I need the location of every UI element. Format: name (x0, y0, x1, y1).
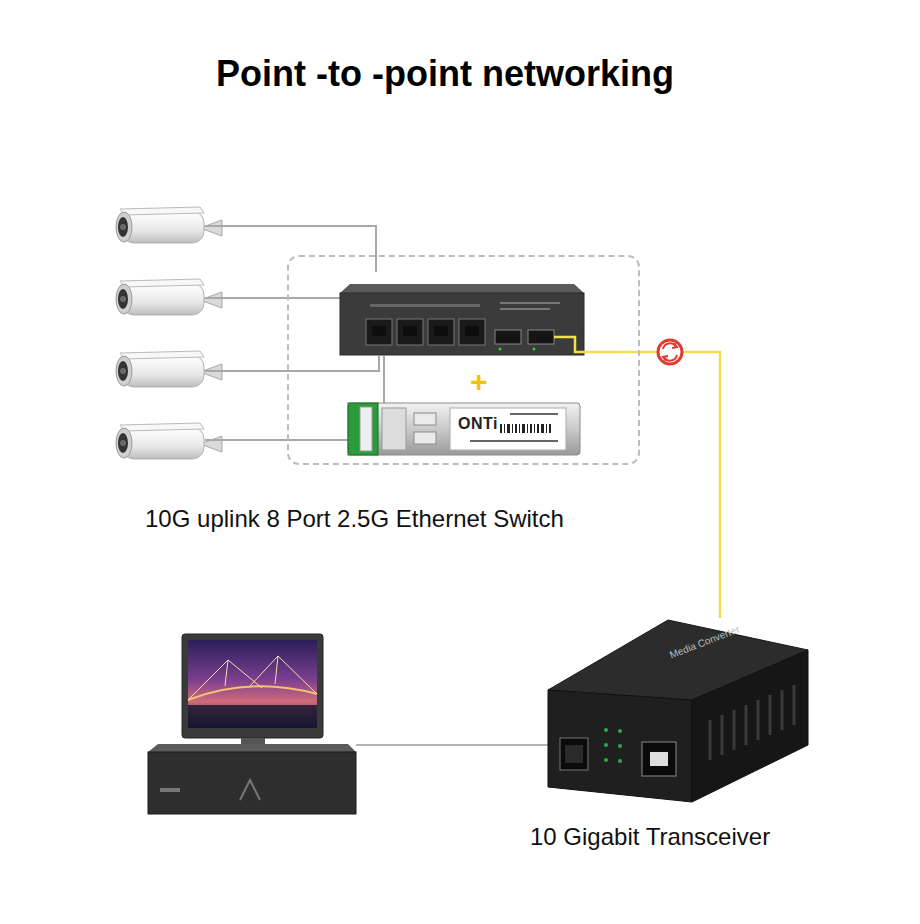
water (188, 705, 317, 728)
camera-wire (205, 356, 379, 371)
port-inner (465, 326, 479, 336)
sfp-slot-inner (565, 745, 583, 763)
port-inner (372, 326, 386, 336)
vents (710, 685, 794, 760)
sfp-latch (348, 403, 378, 455)
switch-front (340, 293, 584, 355)
rj45-port (397, 319, 423, 345)
camera-wire (205, 297, 342, 299)
monitor-frame (182, 634, 323, 738)
panel-print (500, 302, 560, 304)
sfp-port (528, 330, 554, 344)
group-label: 10G uplink 8 Port 2.5G Ethernet Switch (145, 505, 564, 534)
nvr-print (160, 788, 180, 792)
port-inner (403, 326, 417, 336)
link-icon-arrows (663, 343, 677, 361)
rj45-port (428, 319, 454, 345)
sfp-transceiver (348, 403, 580, 455)
nvr-monitor (148, 634, 356, 814)
fiber-link (640, 352, 720, 618)
monitor-screen (188, 640, 317, 728)
switch-top (340, 284, 584, 293)
link-icon (658, 340, 682, 364)
camera-wire (205, 226, 376, 272)
nvr-front (148, 752, 356, 814)
led (533, 348, 536, 351)
camera (116, 351, 222, 387)
panel-print (500, 308, 550, 310)
rj45-port (459, 319, 485, 345)
sfp-module: ONTi (347, 402, 582, 459)
plus-sign: + (470, 364, 488, 400)
sfp-slot (560, 738, 588, 770)
link-icon-ring (658, 340, 682, 364)
sfp-label (450, 408, 566, 450)
ethernet-switch (340, 284, 584, 355)
led (499, 348, 502, 351)
sfp-port (495, 330, 521, 344)
port-markings (370, 304, 480, 307)
switch-group: 10G uplink 8 Port 2.5G Ethernet SwitchON… (287, 255, 640, 465)
media-converter-box (548, 620, 808, 802)
device-label: 10 Gigabit Transceiver (530, 823, 770, 852)
bridge-deck (188, 686, 317, 700)
ethernet-cable (356, 744, 548, 746)
sfp-body (348, 403, 580, 455)
rj45-port (642, 742, 676, 776)
rj45-port (366, 319, 392, 345)
brand-label: ONTi (458, 414, 498, 433)
fiber-stub (554, 337, 640, 352)
port-inner (434, 326, 448, 336)
sfp-window (414, 432, 436, 444)
converter-front (548, 690, 692, 802)
device-print: Media Converter (668, 624, 741, 662)
media-converter: Media Converter10 Gigabit Transceiver (545, 618, 810, 803)
rj45-pins (650, 752, 668, 766)
nvr-logo (240, 780, 260, 800)
converter-side (692, 650, 808, 802)
sfp-window (414, 413, 436, 425)
nvr-top (148, 744, 356, 752)
sfp-shell (382, 408, 406, 450)
bridge-cables (188, 656, 317, 700)
status-leds (604, 728, 622, 763)
diagram-title: Point -to -point networking (0, 52, 890, 95)
sfp-connector (360, 407, 372, 451)
